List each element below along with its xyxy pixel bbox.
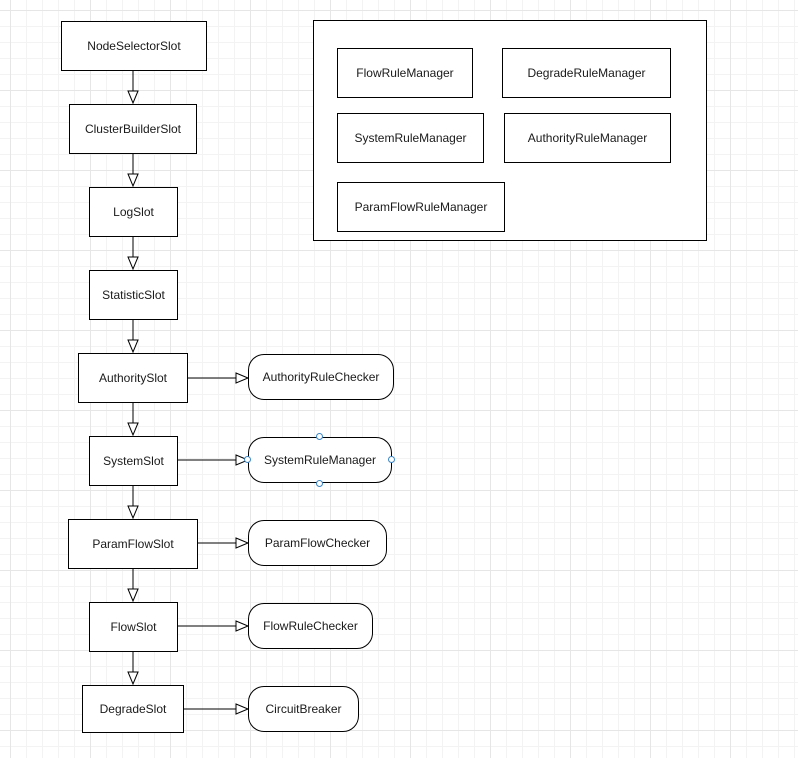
system-slot-label: SystemSlot <box>103 454 164 468</box>
statistic-slot-label: StatisticSlot <box>102 288 165 302</box>
circuit-breaker[interactable]: CircuitBreaker <box>248 686 359 732</box>
param-flow-rule-manager-label: ParamFlowRuleManager <box>354 200 488 214</box>
selection-handle-left[interactable] <box>244 456 251 463</box>
authority-rule-checker-label: AuthorityRuleChecker <box>262 370 380 384</box>
cluster-builder-slot[interactable]: ClusterBuilderSlot <box>69 104 197 154</box>
flow-rule-manager[interactable]: FlowRuleManager <box>337 48 473 98</box>
system-rule-manager-label: SystemRuleManager <box>354 131 467 145</box>
param-flow-rule-manager[interactable]: ParamFlowRuleManager <box>337 182 505 232</box>
param-flow-checker-label: ParamFlowChecker <box>264 536 371 550</box>
authority-rule-manager[interactable]: AuthorityRuleManager <box>504 113 671 163</box>
flow-rule-manager-label: FlowRuleManager <box>356 66 454 80</box>
param-flow-slot-label: ParamFlowSlot <box>92 537 174 551</box>
flow-slot-label: FlowSlot <box>110 620 157 634</box>
cluster-builder-slot-label: ClusterBuilderSlot <box>84 122 182 136</box>
authority-slot[interactable]: AuthoritySlot <box>78 353 188 403</box>
flow-rule-checker-label: FlowRuleChecker <box>263 619 358 633</box>
system-rule-manager-checker-label: SystemRuleManager <box>263 453 377 467</box>
param-flow-slot[interactable]: ParamFlowSlot <box>68 519 198 569</box>
authority-rule-checker[interactable]: AuthorityRuleChecker <box>248 354 394 400</box>
circuit-breaker-label: CircuitBreaker <box>265 702 342 716</box>
node-selector-slot-label: NodeSelectorSlot <box>87 39 181 53</box>
selection-handle-bottom[interactable] <box>316 480 323 487</box>
degrade-slot-label: DegradeSlot <box>99 702 167 716</box>
log-slot[interactable]: LogSlot <box>89 187 178 237</box>
system-slot[interactable]: SystemSlot <box>89 436 178 486</box>
selection-handle-right[interactable] <box>388 456 395 463</box>
selection-handle-top[interactable] <box>316 433 323 440</box>
log-slot-label: LogSlot <box>113 205 154 219</box>
degrade-rule-manager[interactable]: DegradeRuleManager <box>502 48 671 98</box>
degrade-rule-manager-label: DegradeRuleManager <box>527 66 646 80</box>
authority-slot-label: AuthoritySlot <box>98 371 168 385</box>
param-flow-checker[interactable]: ParamFlowChecker <box>248 520 387 566</box>
system-rule-manager-checker[interactable]: SystemRuleManager <box>248 437 392 483</box>
statistic-slot[interactable]: StatisticSlot <box>89 270 178 320</box>
node-selector-slot[interactable]: NodeSelectorSlot <box>61 21 207 71</box>
flow-slot[interactable]: FlowSlot <box>89 602 178 652</box>
flow-rule-checker[interactable]: FlowRuleChecker <box>248 603 373 649</box>
authority-rule-manager-label: AuthorityRuleManager <box>527 131 648 145</box>
system-rule-manager[interactable]: SystemRuleManager <box>337 113 484 163</box>
degrade-slot[interactable]: DegradeSlot <box>82 685 184 733</box>
